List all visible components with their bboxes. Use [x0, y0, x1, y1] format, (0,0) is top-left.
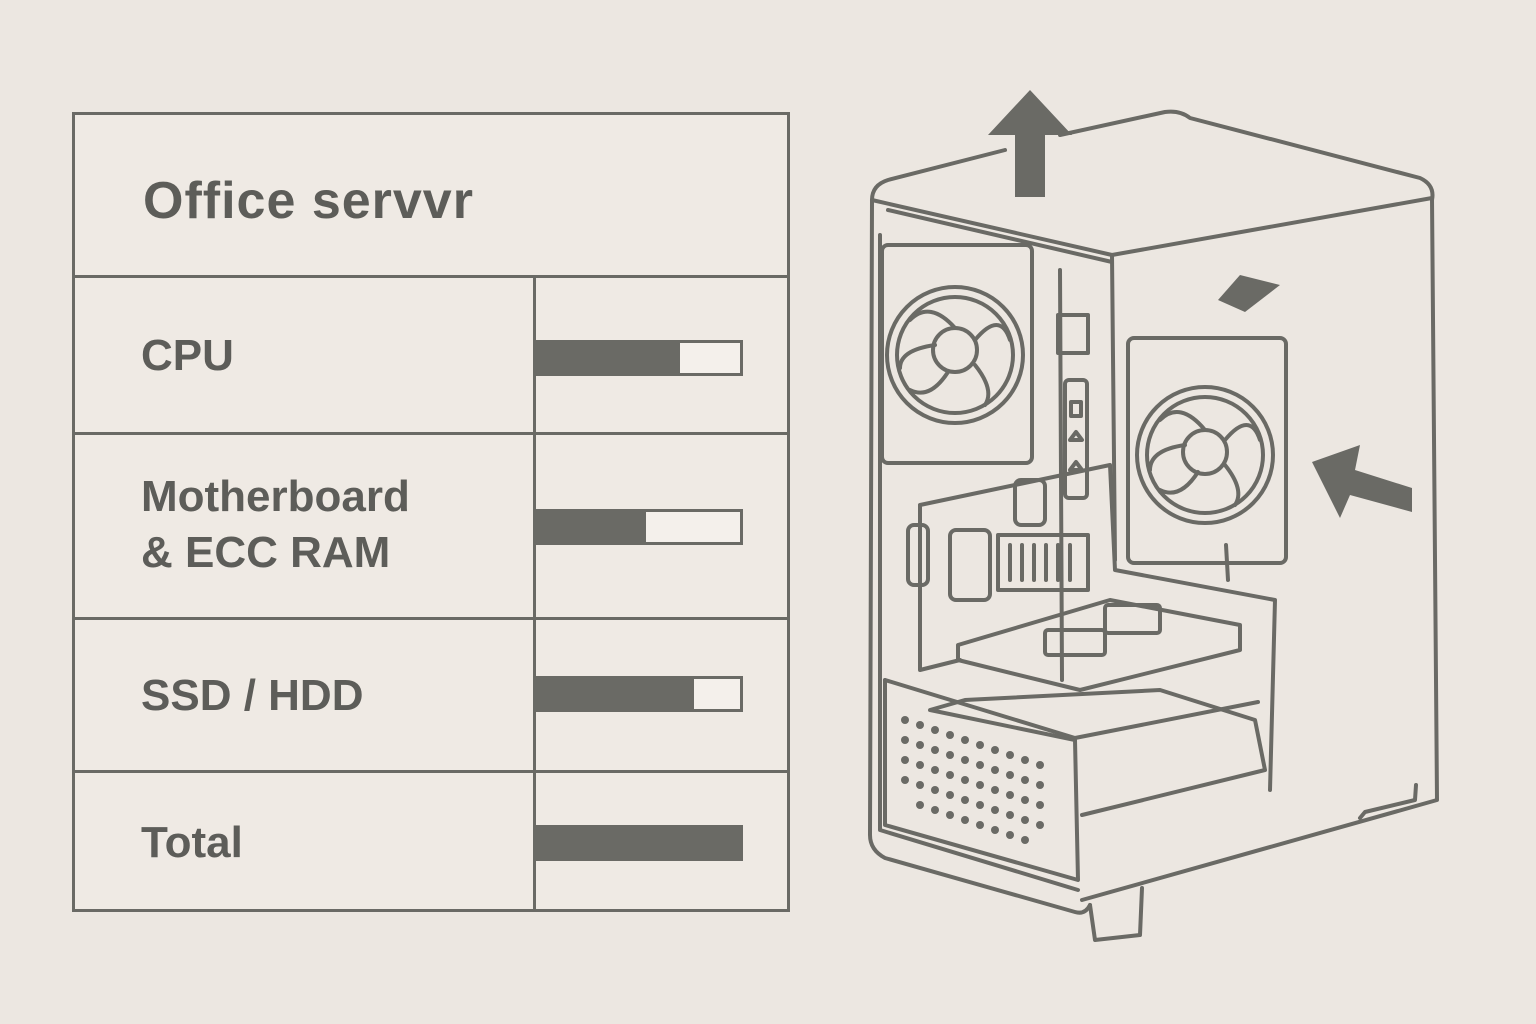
total-bar [536, 825, 743, 861]
cpu-bar-fill [539, 343, 680, 373]
row-label-cell-motherboard: Motherboard & ECC RAM [72, 432, 536, 620]
row-bar-cell-total [533, 770, 790, 912]
row-label-cpu: CPU [141, 331, 234, 380]
arrow-diagonal-icon [1218, 275, 1280, 312]
arrow-up-icon [988, 90, 1072, 197]
pc-case-icon [868, 90, 1439, 942]
component-table: Office servvr CPU Motherboard & ECC RAM … [72, 112, 790, 912]
total-bar-fill [539, 828, 740, 858]
storage-bar [536, 676, 743, 712]
storage-bar-fill [539, 679, 694, 709]
cpu-bar [536, 340, 743, 376]
row-label-motherboard: Motherboard & ECC RAM [141, 472, 410, 577]
table-title-cell: Office servvr [72, 112, 790, 278]
row-bar-cell-storage [533, 617, 790, 773]
motherboard-bar [536, 509, 743, 545]
table-title: Office servvr [143, 172, 474, 230]
row-label-cell-total: Total [72, 770, 536, 912]
row-label-total: Total [141, 818, 243, 867]
row-label-cell-storage: SSD / HDD [72, 617, 536, 773]
row-label-storage: SSD / HDD [141, 671, 364, 720]
motherboard-bar-fill [539, 512, 646, 542]
arrow-inward-icon [1312, 445, 1412, 518]
row-bar-cell-cpu [533, 275, 790, 435]
row-bar-cell-motherboard [533, 432, 790, 620]
row-label-cell-cpu: CPU [72, 275, 536, 435]
